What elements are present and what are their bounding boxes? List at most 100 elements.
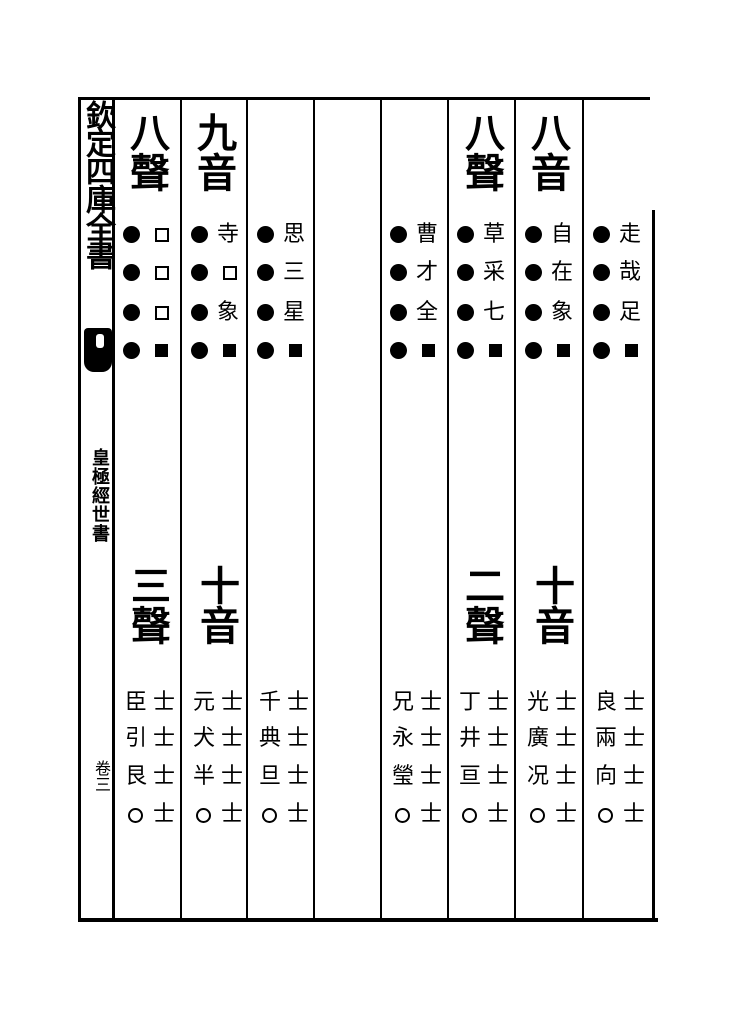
column-divider	[447, 100, 449, 918]
lower-rhyme-char: 瑩	[391, 764, 414, 789]
tone-dot	[593, 304, 610, 321]
lower-rhyme-char: 向	[594, 764, 617, 789]
lower-rhyme-char: 廣	[526, 726, 549, 751]
lower-tone-char: 士	[220, 726, 243, 751]
lower-rhyme-char: 臣	[124, 690, 147, 715]
frame-right-line	[652, 210, 655, 922]
lower-tone-char: 士	[152, 802, 175, 827]
hollow-circle-mark	[262, 808, 277, 823]
hollow-square-mark	[155, 266, 169, 280]
solid-square-mark	[422, 344, 435, 357]
lower-tone-char: 士	[486, 690, 509, 715]
hollow-circle-mark	[128, 808, 143, 823]
hollow-circle-mark	[598, 808, 613, 823]
hollow-circle-mark	[196, 808, 211, 823]
upper-rhyme-char: 全	[415, 300, 438, 325]
lower-tone-char: 士	[286, 690, 309, 715]
lower-rhyme-char: 引	[124, 726, 147, 751]
tone-dot	[525, 264, 542, 281]
lower-tone-char: 士	[622, 726, 645, 751]
lower-rhyme-char: 千	[258, 690, 281, 715]
lower-rhyme-char: 艮	[124, 764, 147, 789]
lower-tone-char: 士	[554, 764, 577, 789]
tone-dot	[257, 342, 274, 359]
upper-rhyme-char: 象	[550, 300, 573, 325]
upper-rhyme-char: 三	[282, 260, 305, 285]
upper-heading-col2: 九音	[190, 112, 237, 192]
lower-tone-char: 士	[622, 764, 645, 789]
upper-heading-col6: 八音	[524, 112, 571, 192]
lower-tone-char: 士	[286, 764, 309, 789]
upper-heading-col5: 八聲	[458, 112, 505, 192]
upper-rhyme-char: 才	[415, 260, 438, 285]
upper-rhyme-char: 自	[550, 222, 573, 247]
tone-dot	[123, 264, 140, 281]
solid-square-mark	[289, 344, 302, 357]
upper-rhyme-char: 走	[618, 222, 641, 247]
lower-tone-char: 士	[554, 690, 577, 715]
tone-dot	[257, 264, 274, 281]
lower-tone-char: 士	[419, 802, 442, 827]
tone-dot	[525, 342, 542, 359]
solid-square-mark	[557, 344, 570, 357]
lower-tone-char: 士	[220, 802, 243, 827]
lower-rhyme-char: 旦	[258, 764, 281, 789]
upper-rhyme-char: 星	[282, 300, 305, 325]
tone-dot	[191, 226, 208, 243]
lower-heading-col1: 三聲	[124, 565, 171, 645]
margin-page-number: 卷三	[92, 760, 111, 792]
lower-rhyme-char: 典	[258, 726, 281, 751]
frame-bottom-line	[78, 918, 658, 922]
lower-tone-char: 士	[622, 802, 645, 827]
column-divider	[380, 100, 382, 918]
lower-tone-char: 士	[419, 764, 442, 789]
tone-dot	[390, 342, 407, 359]
lower-rhyme-char: 光	[526, 690, 549, 715]
lower-rhyme-char: 兄	[391, 690, 414, 715]
lower-tone-char: 士	[419, 690, 442, 715]
lower-tone-char: 士	[286, 802, 309, 827]
tone-dot	[525, 304, 542, 321]
upper-rhyme-char: 采	[482, 260, 505, 285]
lower-rhyme-char: 况	[526, 764, 549, 789]
tone-dot	[191, 264, 208, 281]
column-divider	[112, 100, 115, 918]
solid-square-mark	[489, 344, 502, 357]
upper-rhyme-char: 在	[550, 260, 573, 285]
tone-dot	[191, 304, 208, 321]
tone-dot	[593, 226, 610, 243]
lower-tone-char: 士	[486, 764, 509, 789]
tone-dot	[123, 304, 140, 321]
upper-rhyme-char: 思	[282, 222, 305, 247]
hollow-square-mark	[155, 306, 169, 320]
margin-collection-title: 欽定四庫全書	[80, 100, 115, 268]
lower-rhyme-char: 良	[594, 690, 617, 715]
hollow-square-mark	[155, 228, 169, 242]
lower-tone-char: 士	[554, 726, 577, 751]
column-divider	[313, 100, 315, 918]
tone-dot	[593, 264, 610, 281]
lower-tone-char: 士	[419, 726, 442, 751]
lower-rhyme-char: 井	[458, 726, 481, 751]
column-divider	[514, 100, 516, 918]
lower-heading-col6: 十音	[528, 565, 575, 645]
upper-rhyme-char: 草	[482, 222, 505, 247]
tone-dot	[123, 226, 140, 243]
solid-square-mark	[155, 344, 168, 357]
tone-dot	[257, 226, 274, 243]
hollow-circle-mark	[462, 808, 477, 823]
lower-rhyme-char: 元	[192, 690, 215, 715]
upper-rhyme-char: 七	[482, 300, 505, 325]
lower-rhyme-char: 犬	[192, 726, 215, 751]
upper-rhyme-char: 哉	[618, 260, 641, 285]
lower-rhyme-char: 半	[192, 764, 215, 789]
lower-rhyme-char: 亘	[458, 764, 481, 789]
tone-dot	[123, 342, 140, 359]
tone-dot	[390, 264, 407, 281]
column-divider	[180, 100, 182, 918]
upper-rhyme-char: 寺	[216, 222, 239, 247]
tone-dot	[257, 304, 274, 321]
lower-tone-char: 士	[152, 690, 175, 715]
solid-square-mark	[223, 344, 236, 357]
